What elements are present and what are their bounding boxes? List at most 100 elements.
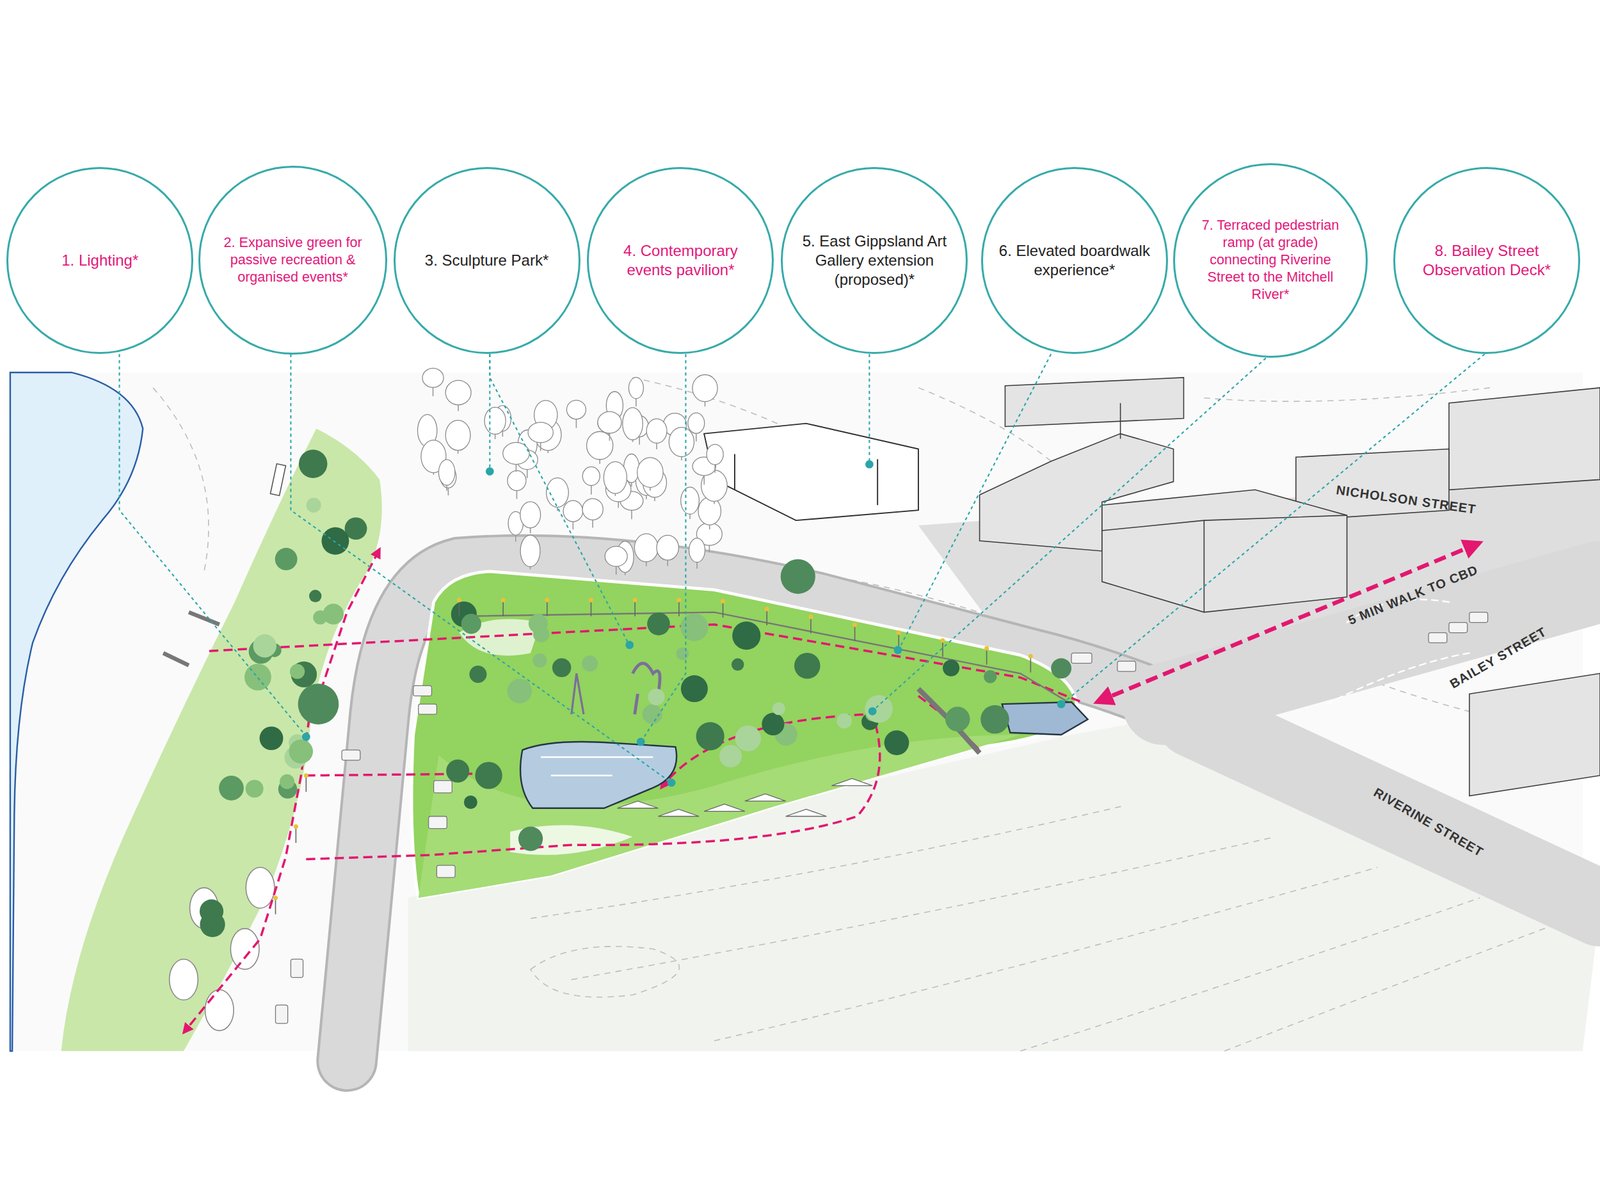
ramp [918,688,980,753]
callout-text: 6. Elevated boardwalk experience* [994,241,1155,280]
tree [680,613,708,641]
tree [563,500,583,530]
tree [942,659,960,677]
lamp [940,638,945,657]
lamp [501,597,506,617]
tree [646,418,667,450]
street-label: RIVERINE STREET [1370,785,1486,861]
tree [312,610,328,625]
tree [321,527,349,555]
tree [528,422,553,452]
roads [346,565,1600,1062]
tree [603,461,627,496]
callout-circle: 4. Contemporary events pavilion* [586,167,774,354]
callout-body: 5. East Gippsland Art Gallery extension … [794,231,955,290]
tree [552,657,571,677]
tree [656,535,679,566]
tree [532,653,547,668]
callout-text: 5. East Gippsland Art Gallery extension … [794,231,955,290]
leader-dots [302,460,1066,787]
tree [884,730,910,756]
lamp [1028,654,1033,673]
tree [533,625,550,642]
lamp [456,597,462,617]
pavilion [520,741,677,809]
callout-circle: 8. Bailey Street Observation Deck* [1393,167,1581,354]
tree [668,427,694,461]
tree [253,634,277,658]
tree [445,380,472,411]
trees [169,368,728,1031]
tree [289,664,305,680]
callout-body: 2. Expansive green for passive recreatio… [209,234,377,287]
tree [864,695,893,723]
lamp [304,773,309,792]
tree [647,688,665,706]
tree [692,374,718,407]
tree [279,774,295,790]
tree [230,928,260,970]
tree [199,912,225,937]
tree [604,546,628,575]
lamp [544,597,550,617]
tree [275,547,298,571]
tree [983,670,997,683]
callout-circle: 5. East Gippsland Art Gallery extension … [780,167,968,354]
tree [622,407,644,443]
street-label: BAILEY STREET [1447,624,1549,692]
tree [298,449,328,479]
street-label: 5 MIN WALK TO CBD [1345,561,1480,628]
tree [507,470,527,499]
tree [680,487,700,520]
tree [628,377,644,407]
trees [199,449,1072,937]
gallery-building [704,423,919,521]
park-lawn [418,734,1021,898]
tree [298,683,340,725]
callout-circle: 1. Lighting* [6,167,194,354]
tree [306,497,322,513]
lamp [588,597,594,617]
callout-text: 4. Contemporary events pavilion* [603,241,758,280]
tree [445,420,471,454]
callout-circle: 6. Elevated boardwalk experience* [981,167,1168,354]
lamp [676,597,681,617]
tree [582,498,603,528]
tree [204,990,234,1032]
callout-text: 2. Expansive green for passive recreatio… [209,234,377,287]
tree [520,501,541,534]
tree [546,478,569,512]
callout-body: 6. Elevated boardwalk experience* [994,241,1155,280]
tree [520,535,541,569]
buildings [979,377,1600,797]
tree [980,705,1010,735]
street-label: NICHOLSON STREET [1335,483,1478,518]
tree [259,726,284,751]
tree [780,559,816,594]
tree [288,739,313,764]
tree [945,706,971,732]
tree [647,612,671,636]
tree [761,712,784,736]
callout-text: 8. Bailey Street Observation Deck* [1409,241,1564,280]
path-patch [510,824,633,856]
callout-text: 1. Lighting* [23,250,177,271]
tree [446,759,470,783]
callout-body: 3. Sculpture Park* [410,250,564,271]
tree [218,775,244,801]
tree [503,442,530,472]
tree [772,702,786,715]
callout-body: 1. Lighting* [23,250,177,271]
lamp [984,645,989,665]
tree [836,712,852,729]
callout-text: 7. Terraced pedestrian ramp (at grade) c… [1190,216,1351,304]
lamp [852,622,857,642]
tree [696,721,725,751]
tree [518,826,543,851]
tree [582,466,600,495]
tree [586,431,614,464]
jetty [270,464,286,496]
tree [309,590,322,603]
lamp [720,599,726,618]
tree [461,613,482,634]
